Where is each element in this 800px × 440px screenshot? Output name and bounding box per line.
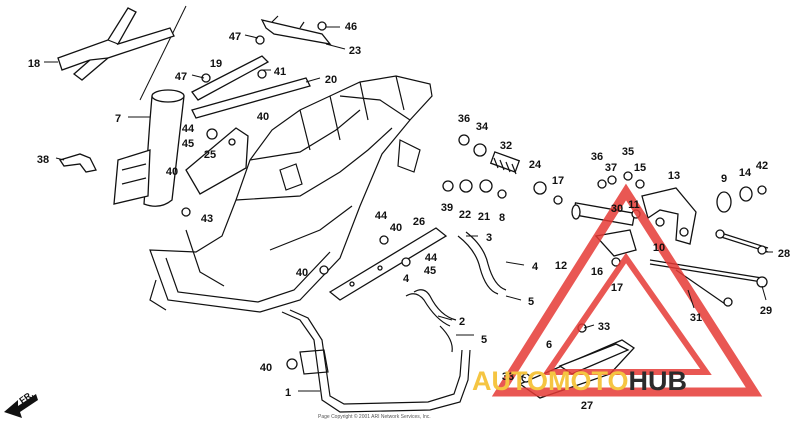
callout-c40a: 40 xyxy=(257,111,269,123)
callout-c17b: 17 xyxy=(611,282,623,294)
callout-c22: 22 xyxy=(459,209,471,221)
pivot-bolts xyxy=(649,229,769,307)
part-16-bracket xyxy=(594,229,637,257)
watermark-logo xyxy=(491,183,763,397)
callout-c44b: 44 xyxy=(375,210,388,222)
callout-c45b: 45 xyxy=(424,265,436,277)
part-23-plate xyxy=(260,15,332,45)
callout-c46: 46 xyxy=(345,21,357,33)
callout-c35: 35 xyxy=(622,146,634,158)
callout-c8: 8 xyxy=(499,212,505,224)
callout-c40e: 40 xyxy=(260,362,272,374)
callout-c32: 32 xyxy=(500,140,512,152)
callout-c31: 31 xyxy=(690,312,702,324)
leader-lines xyxy=(44,26,773,392)
callout-c19: 19 xyxy=(210,58,222,70)
part-1-lower-rail xyxy=(281,309,471,413)
callout-c15: 15 xyxy=(634,162,646,174)
callout-c33a: 33 xyxy=(598,321,610,333)
callout-c16: 16 xyxy=(591,266,603,278)
part-32-spring xyxy=(489,151,521,175)
callout-c42: 42 xyxy=(756,160,768,172)
callout-c4b: 4 xyxy=(532,261,539,273)
part-13-link xyxy=(641,187,697,245)
callout-c1: 1 xyxy=(285,387,291,399)
watermark-text-right: HUB xyxy=(629,366,688,396)
callout-c39: 39 xyxy=(441,202,453,214)
callout-c27: 27 xyxy=(581,400,593,412)
callout-c44a: 44 xyxy=(182,123,195,135)
callout-c7: 7 xyxy=(115,113,121,125)
main-frame xyxy=(149,75,433,313)
callout-c40d: 40 xyxy=(296,267,308,279)
callout-c47a: 47 xyxy=(229,31,241,43)
part-26-side-rail xyxy=(328,227,448,301)
callout-c2: 2 xyxy=(459,316,465,328)
callout-c13: 13 xyxy=(668,170,680,182)
callout-c40c: 40 xyxy=(390,222,402,234)
part-12-cylinder xyxy=(571,202,636,226)
callout-c24: 24 xyxy=(529,159,542,171)
callout-c18: 18 xyxy=(28,58,40,70)
callout-c20: 20 xyxy=(325,74,337,86)
copyright-text: Page Copyright © 2001 ARI Network Servic… xyxy=(318,413,431,420)
callout-c11: 11 xyxy=(628,199,640,211)
front-direction-arrow xyxy=(4,394,38,418)
callout-c21: 21 xyxy=(478,211,490,223)
part-25-bracket xyxy=(185,127,249,195)
callout-c12: 12 xyxy=(555,260,567,272)
callout-c4a: 4 xyxy=(403,273,410,285)
callout-c44c: 44 xyxy=(425,252,438,264)
callout-c3: 3 xyxy=(486,232,492,244)
callout-c5b: 5 xyxy=(528,296,534,308)
callout-c37: 37 xyxy=(605,162,617,174)
callout-c47b: 47 xyxy=(175,71,187,83)
callout-c38: 38 xyxy=(37,154,49,166)
right-fasteners xyxy=(597,171,767,267)
callout-c36a: 36 xyxy=(458,113,470,125)
callout-c43: 43 xyxy=(201,213,213,225)
part-18-bracket xyxy=(57,7,175,81)
callout-c29: 29 xyxy=(760,305,772,317)
callout-c40b: 40 xyxy=(166,166,178,178)
callout-c30: 30 xyxy=(611,203,623,215)
callout-c28: 28 xyxy=(778,248,790,260)
callout-c17a: 17 xyxy=(552,175,564,187)
callout-c25: 25 xyxy=(204,149,216,161)
part-20-strap xyxy=(191,77,311,119)
callout-c26: 26 xyxy=(413,216,425,228)
section-divider xyxy=(139,5,187,101)
callout-c34: 34 xyxy=(476,121,489,133)
callout-c5a: 5 xyxy=(481,334,487,346)
watermark-text-mid: MOTO xyxy=(548,366,629,396)
fastener-cluster xyxy=(181,21,563,370)
part-38-clip xyxy=(58,153,97,173)
callout-c10: 10 xyxy=(653,242,665,254)
callout-c9: 9 xyxy=(721,173,727,185)
callout-c36b: 36 xyxy=(591,151,603,163)
watermark-text-left: AUTO xyxy=(472,366,548,396)
hose-parts xyxy=(405,231,507,353)
part-7-head-pipe xyxy=(113,89,185,207)
part-19-strap xyxy=(191,55,270,101)
callout-c6: 6 xyxy=(546,339,552,351)
callout-c33b: 33 xyxy=(502,371,514,383)
callout-c14: 14 xyxy=(739,167,752,179)
callout-c23: 23 xyxy=(349,45,361,57)
callout-c45a: 45 xyxy=(182,138,194,150)
callout-c41: 41 xyxy=(274,66,286,78)
watermark-text: AUTOMOTOHUB xyxy=(472,366,687,396)
